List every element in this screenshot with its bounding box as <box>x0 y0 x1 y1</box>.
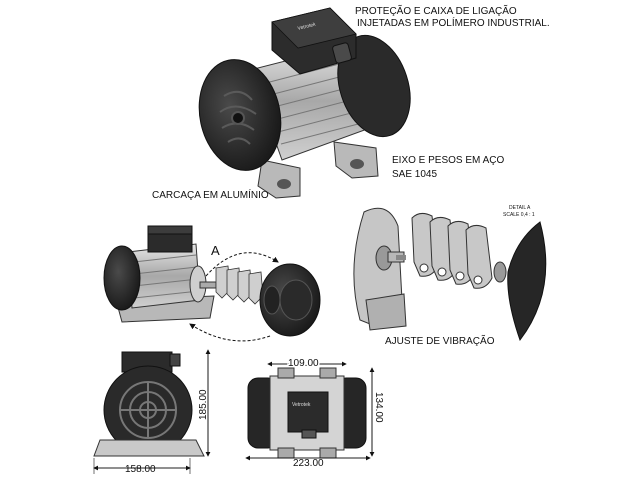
dim-top-total-width: 223.00 <box>293 458 324 469</box>
motor-end-cap-right <box>337 34 411 138</box>
motor-foot-left <box>257 159 301 199</box>
terminal-box-logo: Vetrotek <box>297 22 317 32</box>
exploded-shaft <box>199 281 217 289</box>
exploded-view: A <box>103 225 321 342</box>
top-logo: Vetrotek <box>292 402 311 408</box>
front-view: 158.00 185.00 <box>93 349 211 475</box>
label-protection-line2: INJETADAS EM POLÍMERO INDUSTRIAL. <box>357 16 550 29</box>
label-protection-line1: PROTEÇÃO E CAIXA DE LIGAÇÃO <box>355 4 517 17</box>
detail-a-view: DETAIL A SCALE 0,4 : 1 <box>353 205 547 342</box>
label-shaft-line2: SAE 1045 <box>392 169 437 180</box>
detail-marker-a: A <box>211 243 220 258</box>
cable-gland <box>332 42 352 64</box>
fan-grill <box>219 90 257 145</box>
dim-top-inner-width: 109.00 <box>288 358 319 369</box>
top-view: Vetrotek 109.00 223.00 134.00 <box>245 357 384 469</box>
detail-nut <box>493 261 507 283</box>
dim-front-height: 185.00 <box>198 389 209 420</box>
detail-cover <box>507 221 547 342</box>
label-adjustment: AJUSTE DE VIBRAÇÃO <box>385 334 495 347</box>
detail-title: DETAIL A <box>509 205 531 211</box>
label-shaft-line1: EIXO E PESOS EM AÇO <box>392 155 504 166</box>
main-vibrator-motor: Vetrotek <box>198 7 411 199</box>
detail-scale: SCALE 0,4 : 1 <box>503 212 535 218</box>
exploded-weights <box>215 265 264 305</box>
dim-front-width: 158.00 <box>125 464 156 475</box>
rotation-arrow-top <box>205 252 279 277</box>
front-fan-grill <box>119 381 177 439</box>
front-base <box>93 439 205 457</box>
exploded-end-cap <box>103 245 141 311</box>
top-terminal-box <box>287 391 329 433</box>
label-housing: CARCAÇA EM ALUMÍNIO <box>152 188 269 201</box>
detail-weights <box>411 212 493 289</box>
rotation-arrow-bottom <box>189 323 271 342</box>
dim-top-height: 134.00 <box>373 392 384 423</box>
